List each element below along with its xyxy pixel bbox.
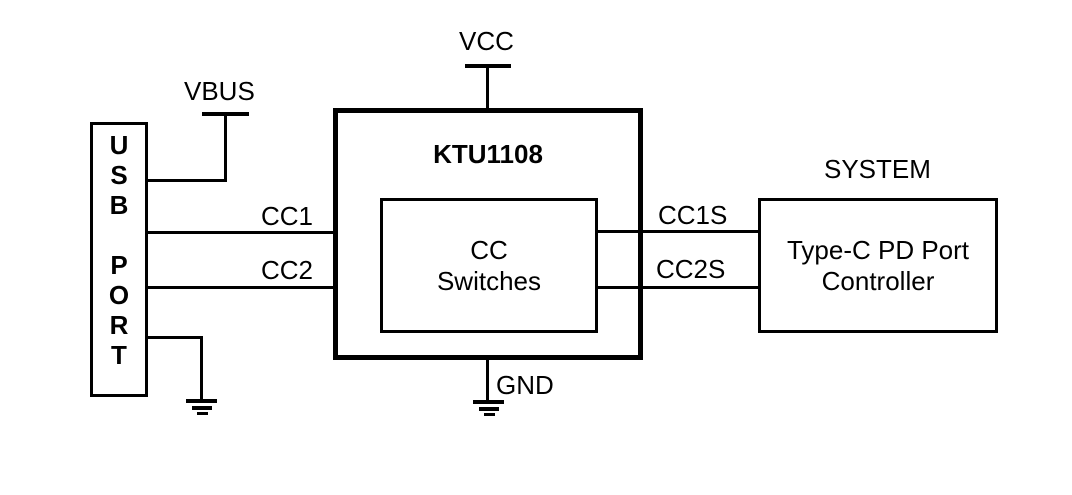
usb-gnd-wire-vertical <box>200 336 203 400</box>
vcc-wire <box>486 66 489 110</box>
cc-switches-box: CC Switches <box>380 198 598 333</box>
chip-name-label: KTU1108 <box>433 139 543 169</box>
usb-port-box: U S B P O R T <box>90 122 148 397</box>
cc1-pin-label: CC1 <box>261 201 314 231</box>
vbus-wire-vertical <box>224 114 227 182</box>
usb-ground-icon <box>197 412 208 415</box>
cc1s-pin-label: CC1S <box>658 200 728 230</box>
cc1s-wire <box>598 230 758 233</box>
gnd-wire <box>486 358 489 402</box>
vbus-wire-horizontal <box>148 179 227 182</box>
usb-ground-icon <box>192 406 212 410</box>
vcc-label: VCC <box>459 26 514 56</box>
cc2s-pin-label: CC2S <box>656 254 726 284</box>
gnd-ground-icon <box>479 407 499 411</box>
pd-port-controller-label: Type-C PD Port Controller <box>786 234 970 296</box>
cc-switches-label: CC Switches <box>436 234 542 296</box>
gnd-label: GND <box>496 370 554 400</box>
cc1-wire <box>148 231 380 234</box>
cc2s-wire <box>598 286 758 289</box>
pd-port-controller-box: Type-C PD Port Controller <box>758 198 998 333</box>
system-caption: SYSTEM <box>824 154 931 184</box>
usb-port-label: U S B P O R T <box>108 130 130 370</box>
usb-ground-icon <box>186 399 217 403</box>
usb-gnd-wire-horizontal <box>148 336 203 339</box>
gnd-ground-icon <box>484 413 495 416</box>
gnd-ground-icon <box>473 400 504 404</box>
cc2-pin-label: CC2 <box>261 255 314 285</box>
vbus-label: VBUS <box>184 76 255 106</box>
cc2-wire <box>148 286 380 289</box>
